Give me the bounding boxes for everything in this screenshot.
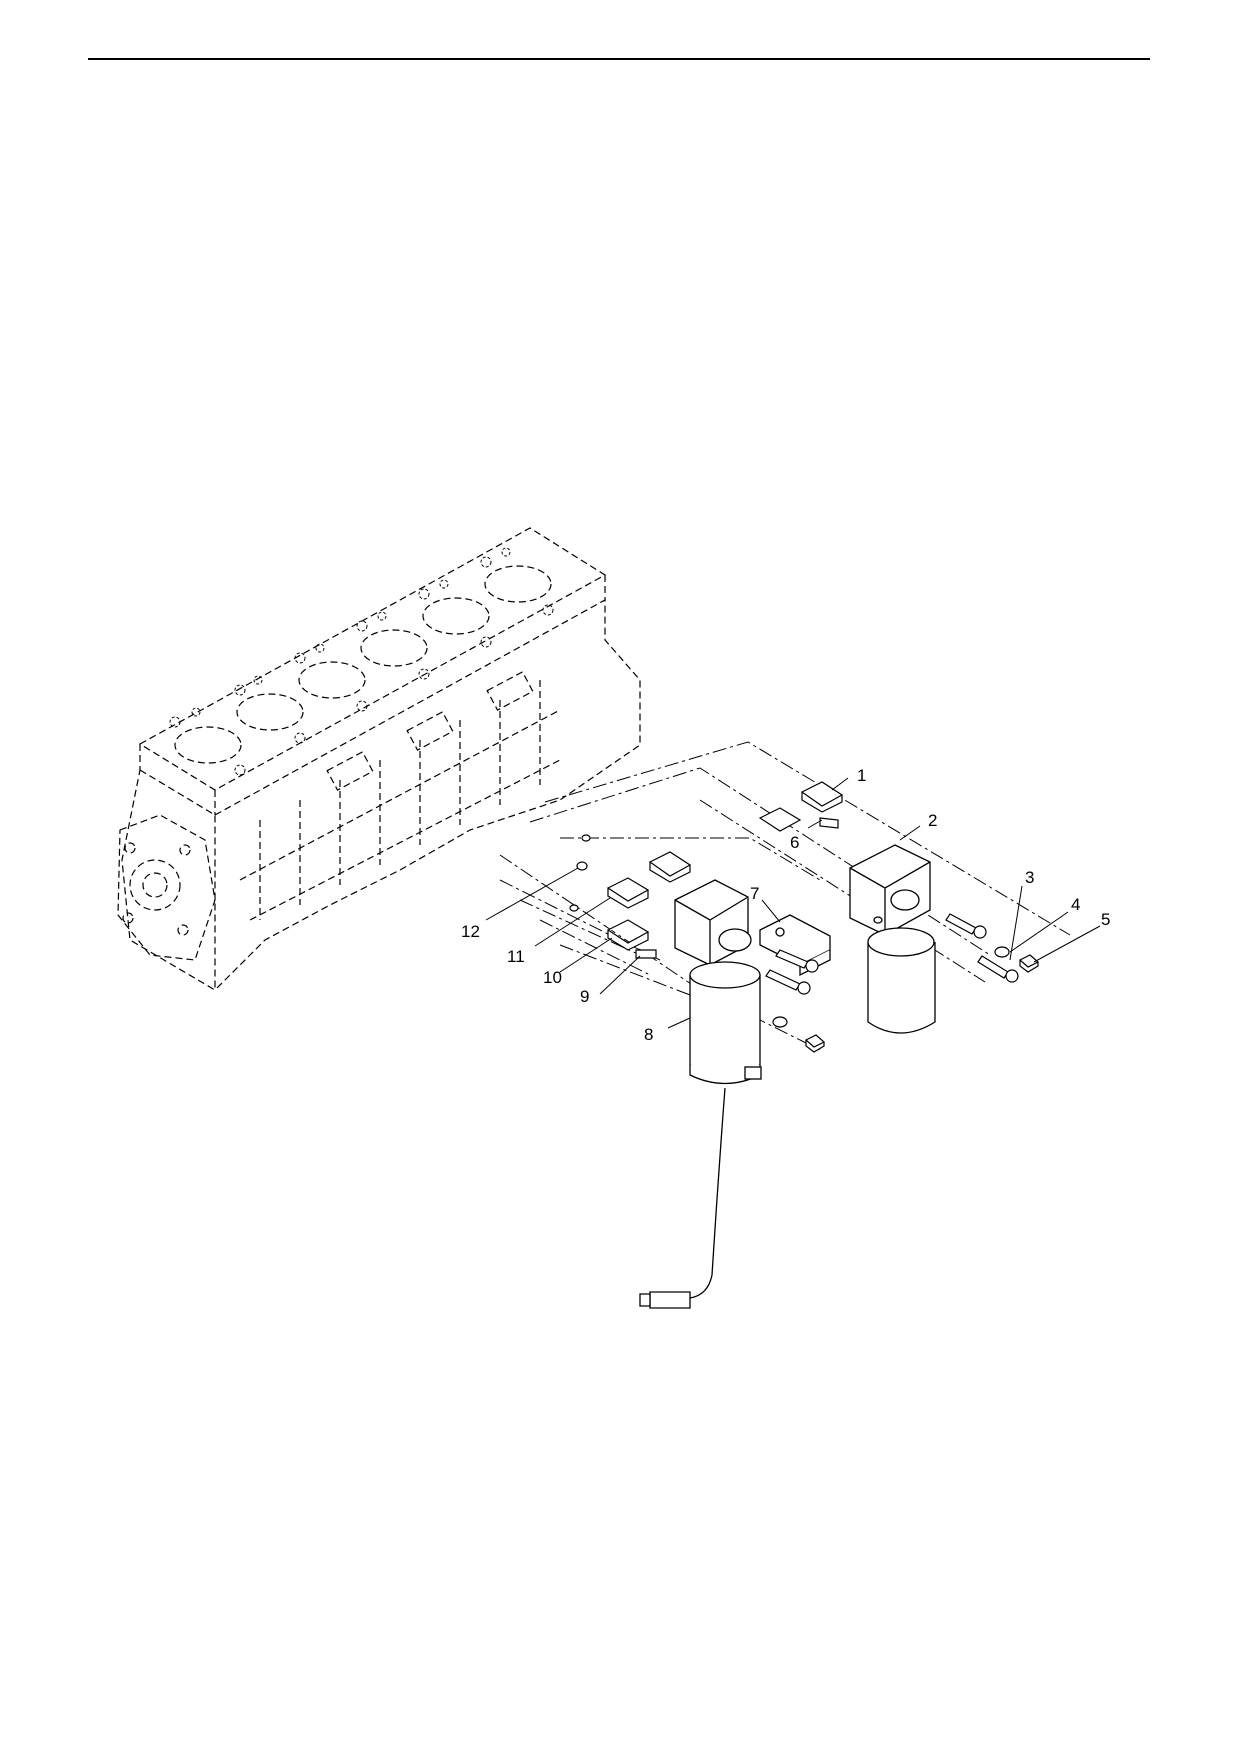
callout-9: 9 — [580, 987, 589, 1006]
callout-labels: 1 2 3 4 5 6 7 8 9 10 11 12 — [461, 766, 1110, 1044]
engine-block — [117, 527, 641, 992]
callout-1: 1 — [857, 766, 866, 785]
callout-11: 11 — [507, 947, 525, 966]
leader-lines — [485, 777, 1101, 1029]
callout-2: 2 — [928, 811, 937, 830]
engine-block-holes — [169, 547, 554, 776]
callout-4: 4 — [1071, 895, 1080, 914]
callout-10: 10 — [543, 968, 562, 987]
callout-12: 12 — [461, 922, 480, 941]
part-2-filter-assembly — [849, 844, 936, 1034]
callout-6: 6 — [790, 833, 799, 852]
callout-7: 7 — [750, 884, 759, 903]
callout-5: 5 — [1101, 910, 1110, 929]
part-7-bracket — [759, 914, 831, 977]
callout-8: 8 — [644, 1025, 653, 1044]
callout-3: 3 — [1025, 868, 1034, 887]
part-8-fuel-filter — [639, 879, 762, 1309]
header-rule — [88, 58, 1150, 60]
hardware-parts — [569, 781, 1040, 1053]
